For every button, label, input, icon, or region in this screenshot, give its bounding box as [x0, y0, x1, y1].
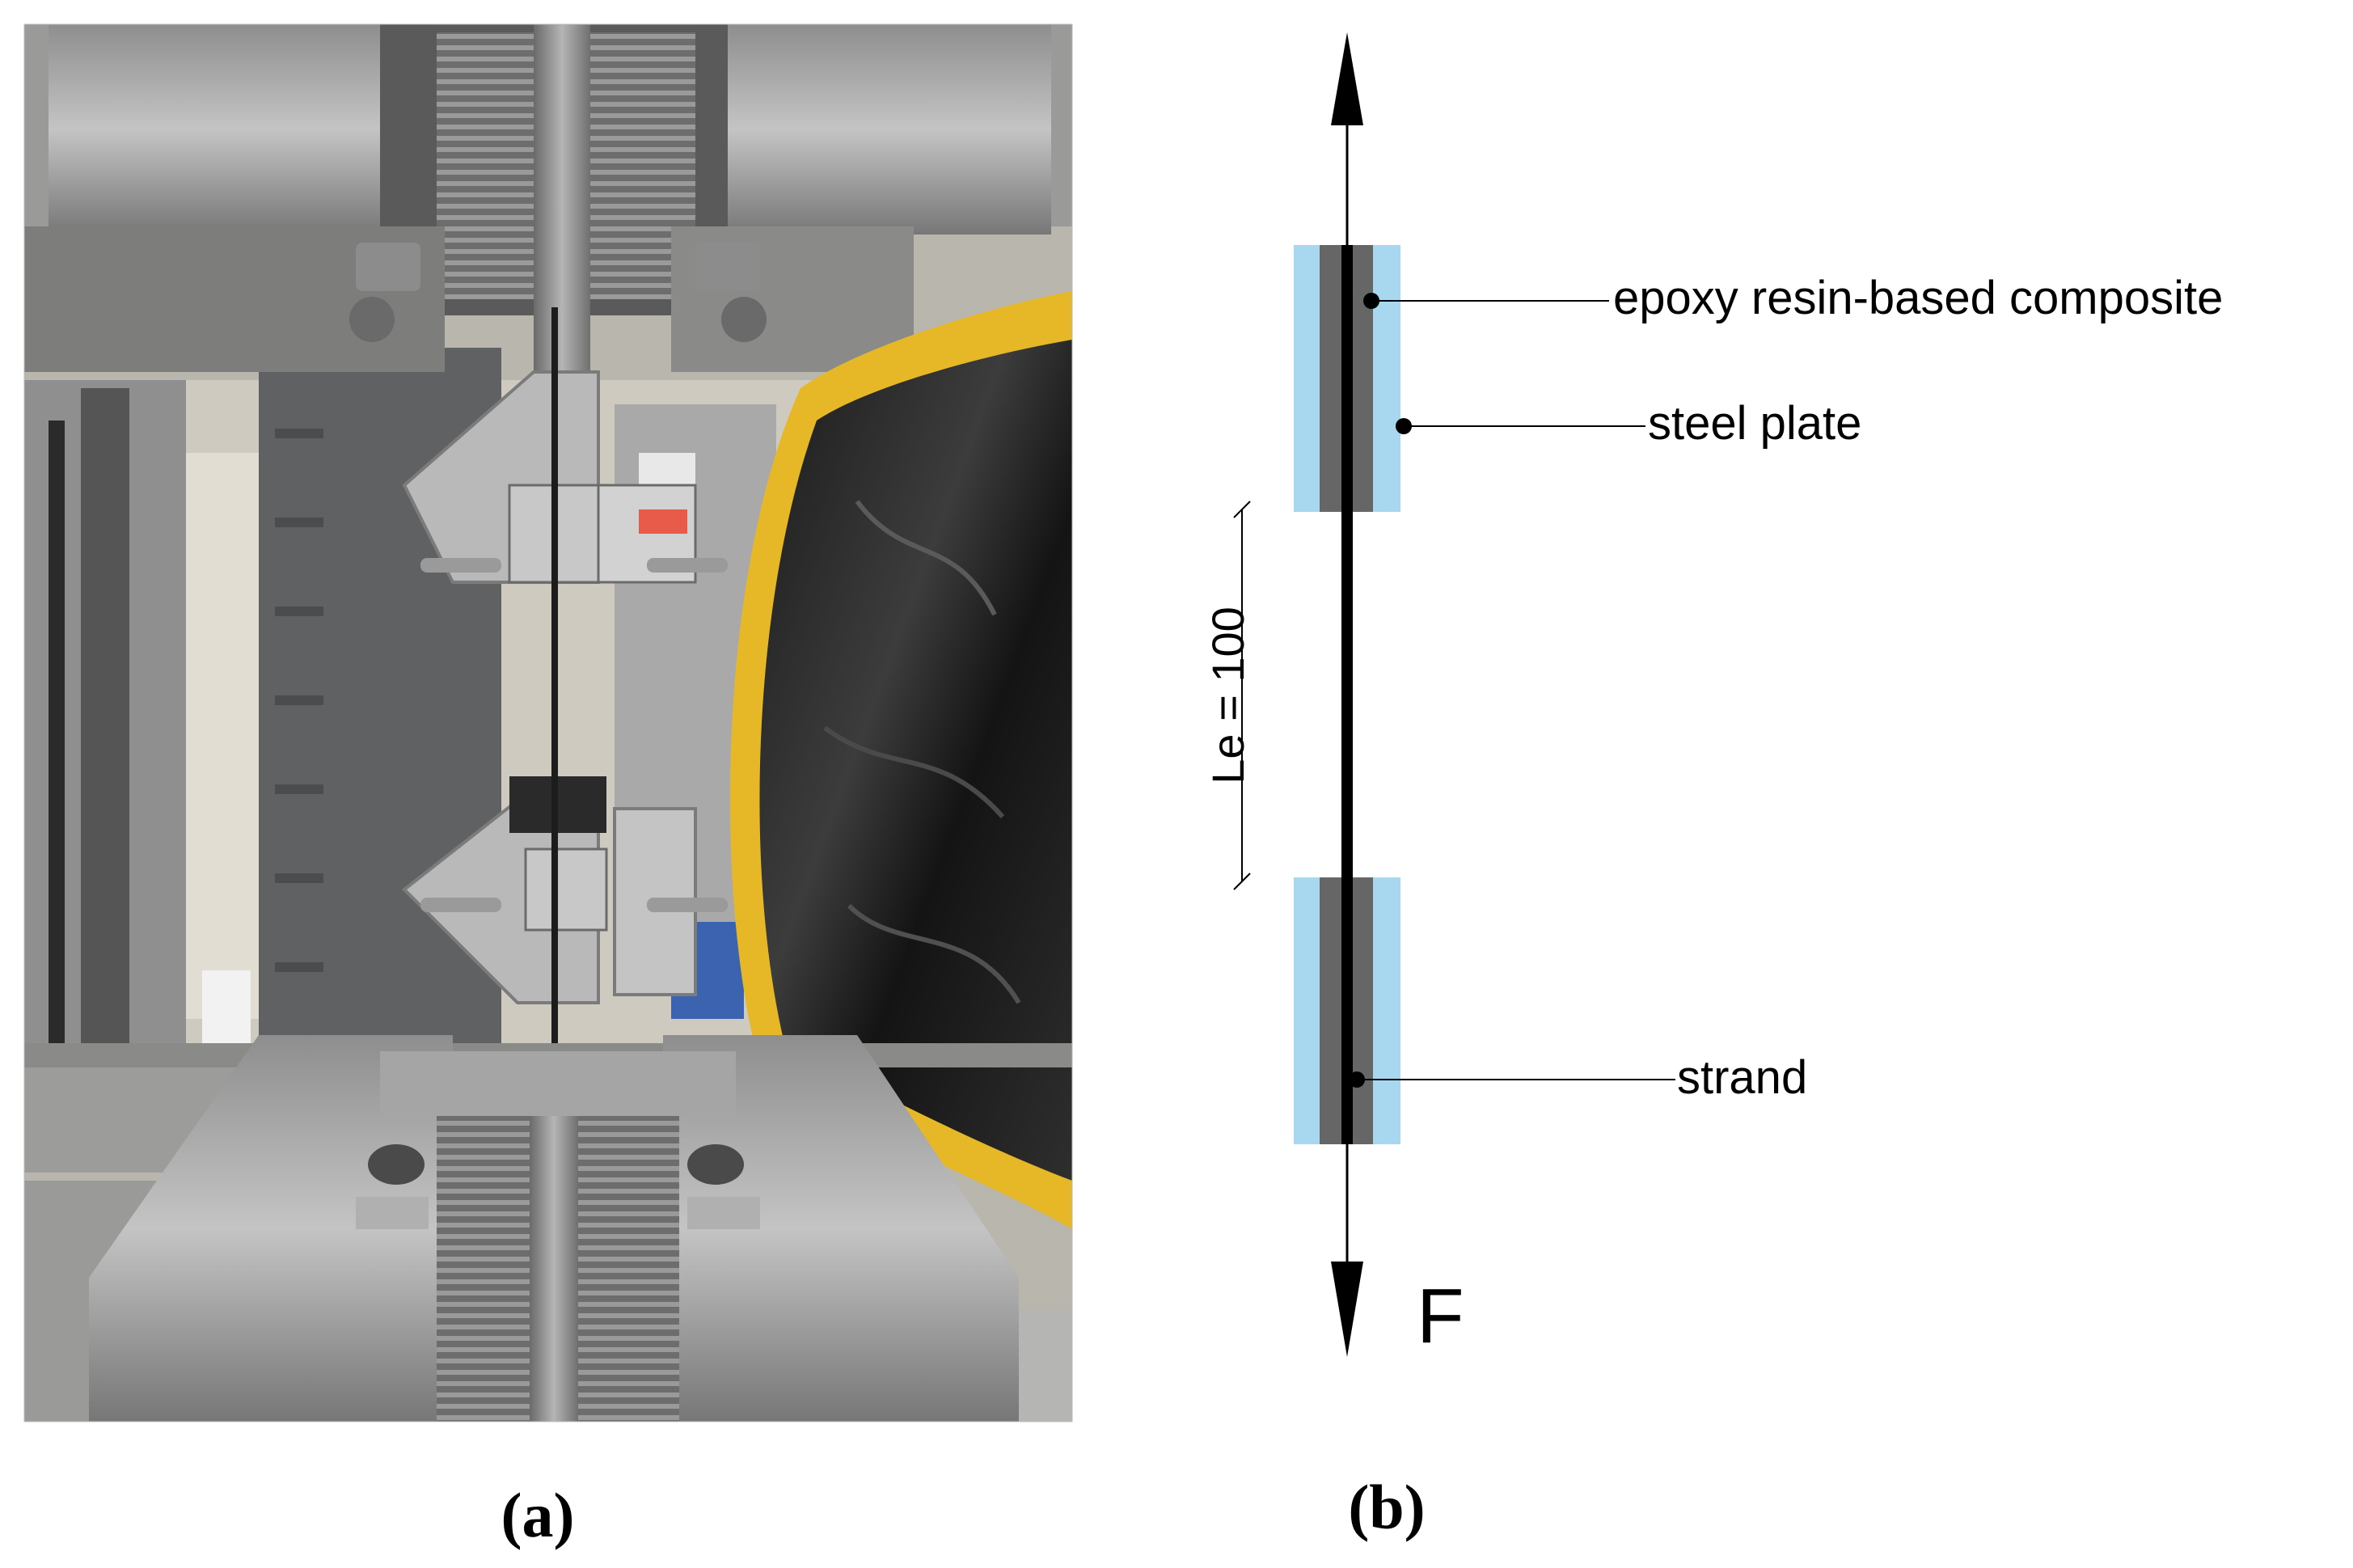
lower-strand-segment: [1341, 877, 1353, 1144]
caption-a: (a): [501, 1480, 575, 1550]
panel-a-photo: [24, 24, 1072, 1422]
epoxy-label: epoxy resin-based composite: [1613, 272, 2223, 324]
strand-free-length: [1341, 512, 1353, 877]
lower-arrowhead-icon: [1331, 1262, 1363, 1357]
strand-label: strand: [1677, 1051, 1807, 1104]
steel-plate-label: steel plate: [1648, 397, 1861, 450]
length-label: Le = 100: [1202, 606, 1253, 784]
force-label: F: [1417, 1273, 1464, 1359]
length-tick-bottom: [1233, 873, 1251, 890]
upper-strand-segment: [1341, 245, 1353, 512]
panel-b-schematic: epoxy resin-based composite steel plate …: [1202, 32, 2223, 1359]
caption-b: (b): [1348, 1472, 1425, 1542]
upper-arrowhead-icon: [1331, 32, 1363, 125]
length-tick-top: [1233, 501, 1251, 518]
